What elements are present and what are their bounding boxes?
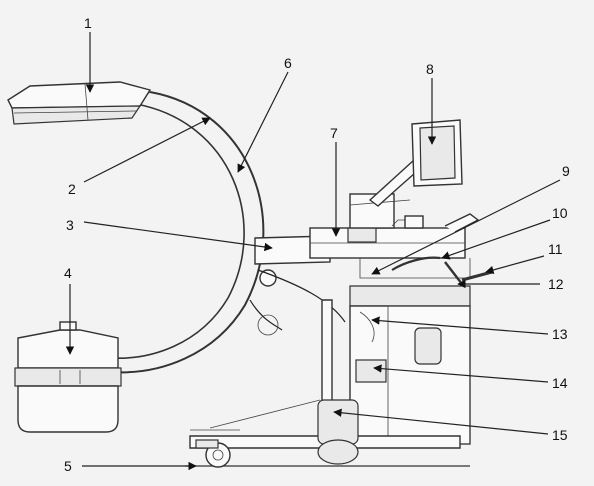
monitor	[368, 119, 463, 207]
handles	[359, 256, 493, 285]
base-frame	[189, 299, 461, 468]
callout-8: 8	[426, 61, 434, 77]
callout-leaders	[65, 32, 561, 471]
callout-5: 5	[64, 458, 72, 474]
callout-10: 10	[552, 205, 568, 221]
image-intensifier	[7, 81, 152, 125]
callout-15: 15	[552, 427, 568, 443]
callout-1: 1	[84, 15, 92, 31]
callout-3: 3	[66, 217, 74, 233]
callout-11: 11	[548, 241, 563, 257]
xray-tank	[14, 321, 122, 433]
c-arm-outer	[111, 91, 265, 374]
callout-13: 13	[552, 326, 568, 342]
callout-6: 6	[284, 55, 292, 71]
callout-7: 7	[330, 125, 338, 141]
column	[309, 193, 480, 259]
callout-12: 12	[548, 276, 564, 292]
callout-2: 2	[68, 181, 76, 197]
c-arm-inner	[111, 103, 245, 359]
callout-4: 4	[64, 265, 72, 281]
callout-14: 14	[552, 375, 568, 391]
callout-9: 9	[562, 163, 570, 179]
